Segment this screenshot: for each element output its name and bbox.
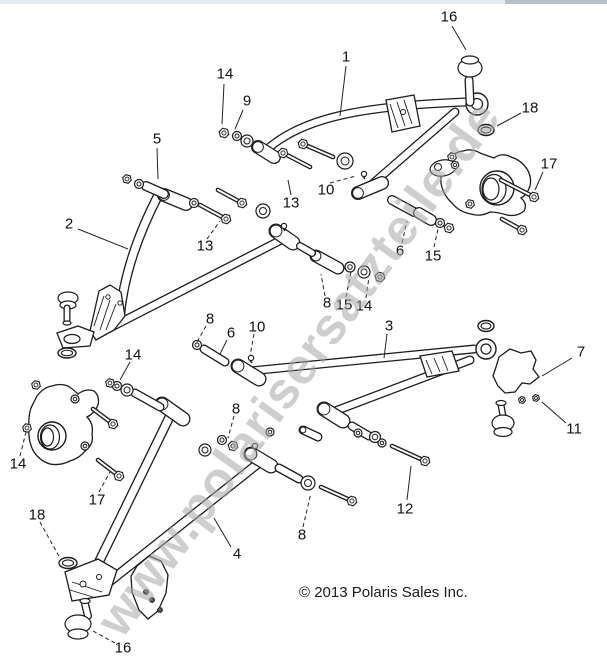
- callout-18-upper: 18: [521, 99, 539, 117]
- callout-12: 12: [396, 500, 414, 518]
- copyright-text: © 2013 Polaris Sales Inc.: [299, 584, 468, 601]
- callout-15-right: 15: [424, 247, 442, 265]
- callout-17-left: 17: [88, 491, 106, 509]
- callout-8-mid: 8: [322, 294, 332, 312]
- callout-8-cluster: 8: [231, 400, 241, 418]
- callout-11: 11: [566, 420, 582, 438]
- callout-8-bottom: 8: [297, 526, 307, 544]
- callout-6-lower: 6: [226, 324, 236, 342]
- callout-14-left: 14: [9, 455, 27, 473]
- callout-18-left: 18: [28, 506, 46, 524]
- callout-10-upper: 10: [317, 181, 335, 199]
- knuckle-left: [28, 383, 100, 466]
- top-strip-dark-segment: [505, 0, 607, 4]
- callout-3: 3: [384, 317, 394, 335]
- callout-13-right: 13: [282, 194, 300, 212]
- arm4-plate: [64, 558, 118, 602]
- callout-14-mid: 14: [355, 297, 373, 315]
- callout-14-upper: 14: [216, 65, 234, 83]
- callout-16-upper: 16: [440, 8, 458, 26]
- callout-17-upper: 17: [540, 155, 558, 173]
- callout-4: 4: [232, 545, 242, 563]
- top-strip: [0, 0, 505, 4]
- mud-flap-right: [492, 348, 540, 394]
- callout-9: 9: [242, 92, 252, 110]
- callout-2: 2: [64, 215, 74, 233]
- callout-13-left: 13: [196, 237, 214, 255]
- callout-6-upper: 6: [395, 242, 405, 260]
- arm2-foot: [56, 325, 95, 349]
- arm3-bracket: [419, 350, 460, 378]
- callout-5: 5: [152, 130, 162, 148]
- arm2-gusset: [89, 284, 126, 341]
- callout-16-lower: 16: [114, 639, 132, 657]
- callout-10-lower: 10: [248, 318, 266, 336]
- callout-1: 1: [341, 48, 351, 66]
- callout-14-midleft: 14: [124, 346, 142, 364]
- callout-7: 7: [576, 343, 586, 361]
- callout-15-mid: 15: [335, 296, 353, 314]
- callout-8-left: 8: [205, 310, 215, 328]
